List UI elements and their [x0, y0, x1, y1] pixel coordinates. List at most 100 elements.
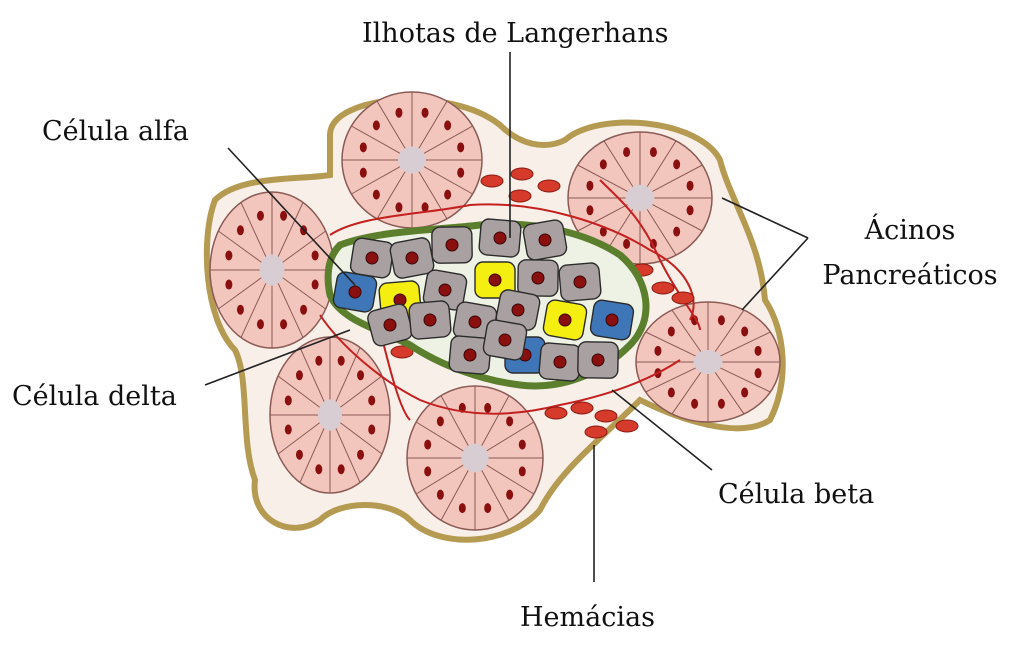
acinar-nucleus	[459, 503, 466, 513]
acinus-lumen	[260, 254, 285, 285]
acinar-nucleus	[338, 356, 345, 366]
erythrocyte	[509, 190, 531, 202]
acini-label-line2: Pancreáticos	[810, 262, 1010, 289]
acinar-nucleus	[668, 388, 675, 398]
acinar-nucleus	[280, 319, 287, 329]
acini-label-line1: Ácinos	[850, 217, 970, 244]
acinar-nucleus	[237, 225, 244, 235]
acinar-nucleus	[338, 464, 345, 474]
beta-cell	[349, 237, 394, 279]
acinar-nucleus	[755, 346, 762, 356]
acinar-nucleus	[457, 142, 464, 152]
acinar-nucleus	[373, 120, 380, 130]
acinar-nucleus	[422, 108, 429, 118]
acinar-nucleus	[586, 205, 593, 215]
islets-label: Ilhotas de Langerhans	[362, 20, 669, 47]
acinar-nucleus	[357, 370, 364, 380]
acinar-nucleus	[691, 399, 698, 409]
acinar-nucleus	[600, 159, 607, 169]
acinar-nucleus	[668, 326, 675, 336]
beta-cell	[409, 300, 452, 339]
acinar-nucleus	[673, 227, 680, 237]
acinar-nucleus	[650, 147, 657, 157]
beta-cell-nucleus	[384, 319, 396, 331]
beta-cell-nucleus	[446, 239, 458, 251]
erythrocyte	[652, 282, 674, 294]
acinar-nucleus	[225, 250, 232, 260]
acinar-nucleus	[257, 319, 264, 329]
acinar-nucleus	[718, 399, 725, 409]
beta-cell-nucleus	[366, 252, 378, 264]
beta-cell-nucleus	[539, 234, 551, 246]
beta-cell	[578, 342, 619, 379]
acinar-nucleus	[395, 108, 402, 118]
acinar-nucleus	[424, 466, 431, 476]
acinar-nucleus	[280, 211, 287, 221]
alpha-cell-nucleus	[559, 314, 571, 326]
delta-cell-label: Célula delta	[12, 383, 177, 410]
acinar-nucleus	[225, 280, 232, 290]
acinar-nucleus	[237, 305, 244, 315]
acinar-nucleus	[257, 211, 264, 221]
acinar-nucleus	[519, 466, 526, 476]
acinar-nucleus	[424, 440, 431, 450]
erythrocyte	[672, 292, 694, 304]
beta-cell-nucleus	[424, 314, 436, 326]
erythrocyte	[571, 402, 593, 414]
erythrocyte	[616, 420, 638, 432]
delta-cell	[589, 299, 634, 341]
acinar-nucleus	[296, 370, 303, 380]
beta-cell-nucleus	[499, 334, 511, 346]
acinus-lumen	[461, 444, 488, 473]
beta-cell	[432, 227, 473, 264]
beta-cell-nucleus	[439, 284, 451, 296]
acinar-nucleus	[654, 346, 661, 356]
beta-cell-nucleus	[512, 304, 524, 316]
acinar-nucleus	[755, 368, 762, 378]
acinar-nucleus	[741, 388, 748, 398]
acinar-nucleus	[623, 147, 630, 157]
acinus-lumen	[318, 399, 342, 430]
acinar-nucleus	[506, 490, 513, 500]
beta-cell-label: Célula beta	[718, 481, 874, 508]
erythrocyte	[585, 426, 607, 438]
erythrocyte	[511, 168, 533, 180]
acinar-nucleus	[360, 142, 367, 152]
alpha-cell	[542, 299, 588, 341]
acinar-nucleus	[444, 190, 451, 200]
acinus	[407, 386, 543, 530]
beta-cell-nucleus	[469, 316, 481, 328]
acinar-nucleus	[437, 490, 444, 500]
beta-cell	[539, 342, 582, 381]
erythrocyte	[545, 407, 567, 419]
beta-cell	[559, 262, 602, 301]
acinus-lumen	[694, 350, 723, 374]
acinar-nucleus	[368, 395, 375, 405]
acinar-nucleus	[360, 168, 367, 178]
acinar-nucleus	[484, 503, 491, 513]
acinar-nucleus	[285, 425, 292, 435]
acinar-nucleus	[741, 326, 748, 336]
beta-cell-nucleus	[574, 276, 586, 288]
acinar-nucleus	[285, 395, 292, 405]
acinar-nucleus	[623, 239, 630, 249]
erythrocytes-label: Hemácias	[520, 604, 655, 631]
acinus-lumen	[398, 146, 426, 173]
acinus	[636, 302, 780, 422]
acinar-nucleus	[444, 120, 451, 130]
acinar-nucleus	[300, 305, 307, 315]
acinar-nucleus	[395, 202, 402, 212]
acinar-nucleus	[296, 450, 303, 460]
acinar-nucleus	[312, 250, 319, 260]
acinus-lumen	[626, 185, 655, 211]
acinar-nucleus	[315, 356, 322, 366]
beta-cell-nucleus	[592, 354, 604, 366]
acinus	[270, 337, 390, 493]
acinar-nucleus	[437, 416, 444, 426]
acinar-nucleus	[718, 315, 725, 325]
acinar-nucleus	[506, 416, 513, 426]
erythrocyte	[595, 410, 617, 422]
acinar-nucleus	[315, 464, 322, 474]
delta-cell-nucleus	[349, 286, 361, 298]
